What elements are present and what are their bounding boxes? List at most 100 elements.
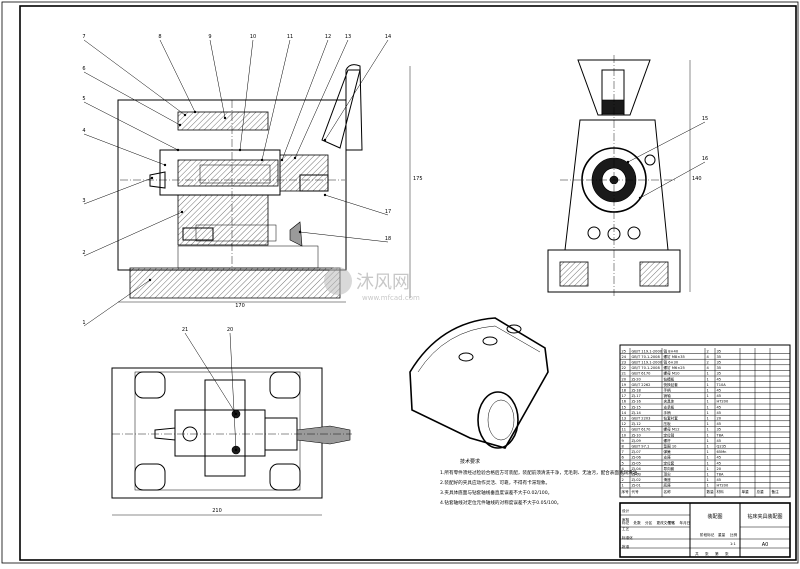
bom-cell: GB/T 97.1 [632,445,650,449]
bom-cell: 销轴 [664,393,672,398]
bom-cell: ZJ-15 [632,405,641,409]
front-nut-body [279,154,329,192]
bom-cell: T8A [716,433,724,437]
bom-cell: 钻套衬套 [664,416,679,421]
bom-cell: 10 [622,433,627,437]
bom-cell: 14 [622,411,627,415]
bom-cell: GB/T 6170 [632,372,652,376]
bom-cell: 螺母 M10 [664,371,681,376]
leader-label-14: 14 [385,34,391,40]
bom-cell: 45 [717,461,722,465]
bom-cell: 1 [707,473,709,477]
bom-cell: ZJ-06 [632,456,642,460]
tb-sheet-unit-1: 张 [705,551,709,556]
leader-dot-16 [638,196,642,200]
bom-header-cell: 数量 [707,489,715,494]
isometric-part [409,317,549,449]
bom-cell: GB/T 70.1-2008 [632,366,661,370]
side-base-slot-right [639,261,669,287]
bom-cell: 45 [717,478,722,482]
top-slot-tr [269,371,301,399]
tb-stage-label: 阶段标记 [700,532,715,537]
top-slot-tl [134,371,166,399]
tb-change-label: 处数 [634,520,642,525]
bom-cell: ZJ-14 [632,411,642,415]
side-bolt-hole-1 [644,154,656,166]
front-slide [177,245,319,269]
bom-cell: ZJ-10 [632,433,642,437]
bom-cell: 9 [622,439,625,443]
bom-header: 序号代号名称数量材料单重总重备注 [622,489,780,494]
top-base-inner [134,371,301,491]
bom-cell: 4 [707,355,710,359]
bom-header-cell: 名称 [664,489,672,494]
bom-cell: 弹簧 [664,449,672,454]
note-1: 1.所有零件须经过检验合格后方可装配，装配前须清洗干净，无毛刺、无油污，配合表面… [440,469,642,476]
front-lower-block [177,194,269,246]
leader-dot-18 [298,230,302,234]
bom-cell: HT200 [717,400,729,404]
front-width-dim: 170 [235,303,245,309]
front-handle [321,69,361,149]
titleblock-drawing-title: 钻床夹具装配图 [747,513,782,520]
leader-label-10: 10 [250,34,256,40]
leader-line-4 [83,133,166,166]
bom-cell: 20 [622,377,627,381]
leader-label-21: 21 [182,327,188,333]
bom-cell: ZJ-17 [632,394,641,398]
bom-cell: 23 [622,361,627,365]
front-height-dim: 175 [413,176,423,182]
bom-cell: 6 [622,456,625,460]
leader-label-7: 7 [82,34,85,40]
leader-line-5 [83,101,179,151]
leader-dot-8 [193,110,197,114]
leader-line-6 [83,71,181,126]
leader-label-12: 12 [325,34,331,40]
bom-cell: 1 [707,400,709,404]
leader-label-17: 17 [385,209,391,215]
bom-cell: 手柄 [664,410,672,415]
top-handle [296,425,351,445]
side-bolt-hole-4 [627,226,641,240]
watermark-url: www.mfcad.com [362,294,420,302]
titleblock-frame [619,502,791,558]
tb-role-label: 审核 [622,517,630,522]
leader-label-16: 16 [702,156,708,162]
bom-cell: ZJ-12 [632,422,641,426]
bom-cell: 螺母 M12 [664,427,680,432]
bom-cell: 7 [622,450,624,454]
leader-line-11 [261,39,291,161]
leader-dot-7 [183,113,187,117]
notes-title: 技术要求 [460,458,480,465]
leader-dot-14 [323,138,327,142]
bom-cell: 17 [622,394,627,398]
bom-cell: 底座 [664,483,672,488]
bom-cell: 35 [717,366,722,370]
top-length-dim: 210 [212,508,222,514]
titleblock-sheet-size: A0 [762,542,769,548]
leader-label-1: 1 [82,320,85,326]
iso-bore-inner [487,399,515,441]
note-3: 3.夹具体底面与钻套轴线垂直度误差不大于0.02/100。 [440,489,552,496]
bom-cell: 螺杆 [664,438,672,443]
side-drill-bush-housing [577,59,651,116]
tb-weight-label: 重量 [718,532,726,537]
iso-main-bore [477,391,519,449]
leader-line-18 [299,231,389,243]
bom-cell: 2 [707,349,709,353]
bom-cell: 24 [622,355,627,359]
bom-cell: 销 8×40 [664,348,679,353]
bom-cell: 螺钉 M8×35 [664,354,685,359]
bom-cell: 1 [707,422,709,426]
tb-sheet-unit-2: 张 [725,551,729,556]
iso-hole-3 [506,324,522,334]
bom-cell: ZJ-09 [632,439,642,443]
leader-line-12 [281,39,329,161]
bom-cell: 35 [717,361,722,365]
iso-top-edge [417,325,541,373]
top-slot-br [269,463,301,491]
